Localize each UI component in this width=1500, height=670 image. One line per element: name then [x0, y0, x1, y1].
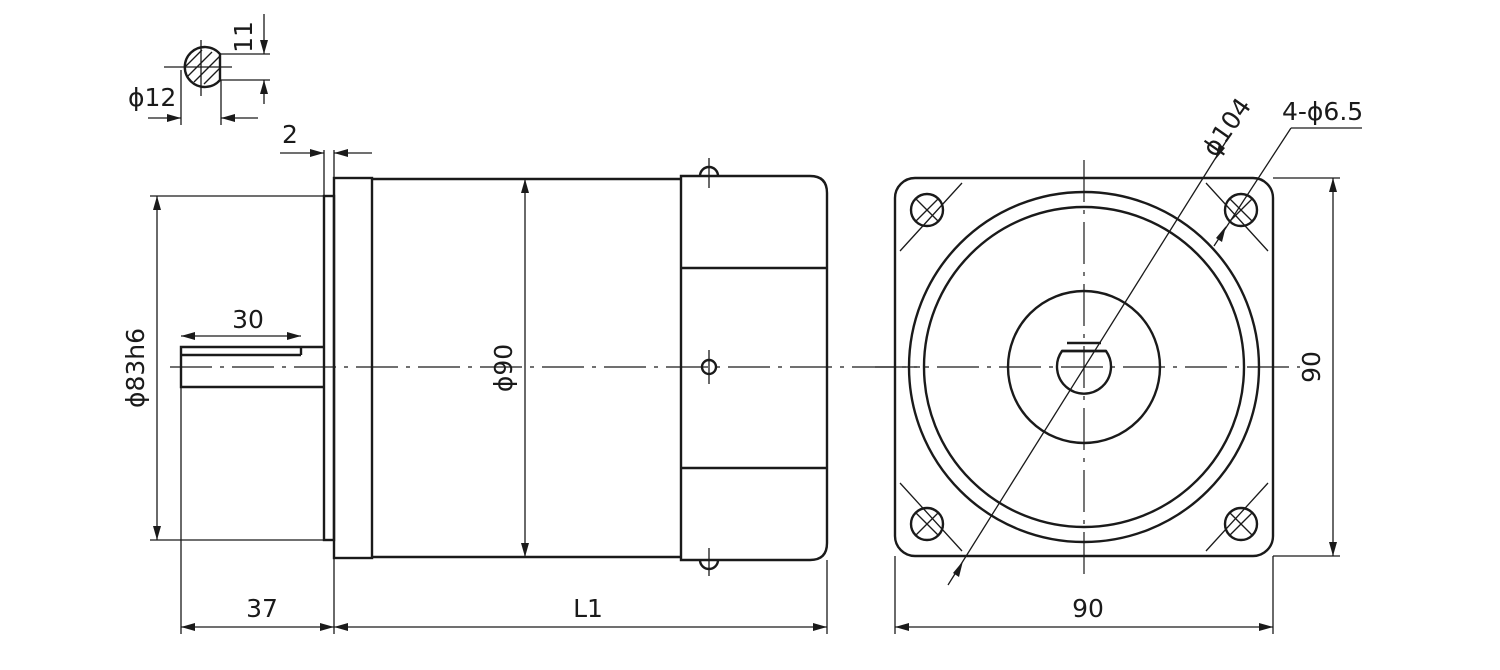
- mounting-hole-bottom-right: [1223, 506, 1259, 542]
- mounting-holes-label: 4-ϕ6.5: [1282, 97, 1363, 126]
- front-flange-step: [322, 194, 336, 542]
- motor-body: [372, 179, 681, 557]
- flange-height-label: 90: [1297, 351, 1326, 383]
- front-view: ϕ104 4-ϕ6.5 90 90: [875, 93, 1363, 634]
- body-length-label: L1: [573, 594, 603, 623]
- side-view: 2 ϕ83h6 30 ϕ90 37 L1: [121, 120, 920, 634]
- rear-cover: [679, 174, 829, 562]
- shaft-section-detail: 11 ϕ12: [128, 14, 270, 125]
- key-length-label: 30: [232, 305, 264, 334]
- mounting-hole-top-right: [1223, 192, 1259, 228]
- section-hatch: [185, 49, 221, 85]
- shaft-end: [1055, 349, 1113, 395]
- pilot-diameter-label: ϕ83h6: [121, 328, 150, 408]
- mounting-hole-bottom-left: [909, 506, 945, 542]
- bolt-circle-label: ϕ104: [1196, 93, 1257, 162]
- mounting-hole-top-left: [909, 192, 945, 228]
- flange-inner-circle: [922, 205, 1246, 529]
- shaft-section-outline: [183, 45, 222, 89]
- key-height-label: 11: [229, 21, 258, 53]
- shaft-diameter-label: ϕ12: [128, 83, 176, 112]
- flange-step-label: 2: [282, 120, 298, 149]
- shaft-length-label: 37: [246, 594, 278, 623]
- flange-width-label: 90: [1072, 594, 1104, 623]
- output-shaft: [179, 345, 324, 389]
- front-flange: [332, 176, 374, 560]
- body-diameter-label: ϕ90: [489, 344, 518, 392]
